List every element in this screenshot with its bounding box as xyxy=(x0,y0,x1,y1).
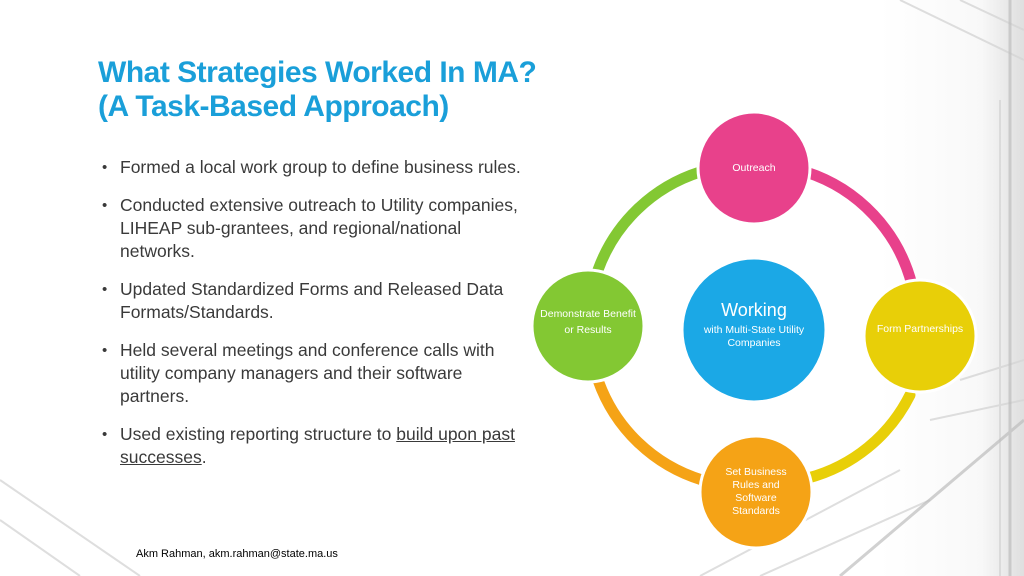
arc-demonstrate-to-outreach xyxy=(592,166,706,276)
bullet-text: Updated Standardized Forms and Released … xyxy=(120,279,504,322)
bullet-item: • Formed a local work group to define bus… xyxy=(100,156,530,179)
center-node-subtitle: with Multi-State Utility Companies xyxy=(703,324,805,349)
bullet-icon: • xyxy=(102,197,108,214)
bullet-text: Conducted extensive outreach to Utility … xyxy=(120,195,518,261)
bullet-text: Used existing reporting structure to xyxy=(120,424,397,444)
bullet-item: • Updated Standardized Forms and Released… xyxy=(100,278,530,324)
bullet-text: Formed a local work group to define busi… xyxy=(120,157,521,177)
bullet-icon: • xyxy=(102,342,108,359)
node-set-business-rules xyxy=(698,434,814,550)
bullet-text: Held several meetings and conference cal… xyxy=(120,340,495,406)
node-demonstrate xyxy=(530,268,646,384)
node-outreach-label: Outreach xyxy=(732,162,776,174)
node-form-partnerships-label: Form Partnerships xyxy=(876,323,964,335)
arc-rules-to-demonstrate xyxy=(592,374,708,486)
slide-title: What Strategies Worked In MA? (A Task-Ba… xyxy=(98,56,658,124)
node-set-business-rules-label: Set Business Rules and Software Standard… xyxy=(725,466,787,517)
center-node-title: Working xyxy=(721,300,787,320)
node-demonstrate-label: Demonstrate Benefit or Results xyxy=(540,308,636,336)
bullet-item: • Conducted extensive outreach to Utility… xyxy=(100,194,530,263)
bullet-item: • Held several meetings and conference ca… xyxy=(100,339,530,408)
bullet-list: • Formed a local work group to define bus… xyxy=(100,156,530,484)
center-node xyxy=(680,256,828,404)
bullet-icon: • xyxy=(102,281,108,298)
bullet-item: • Used existing reporting structure to bu… xyxy=(100,423,530,469)
slide-title-line-1: What Strategies Worked In MA? xyxy=(98,56,537,89)
arc-form-to-rules xyxy=(802,389,916,484)
bullet-link-text: build upon past successes xyxy=(120,424,515,467)
node-outreach xyxy=(696,110,812,226)
footer-author: Akm Rahman, akm.rahman@state.ma.us xyxy=(136,548,338,560)
node-form-partnerships xyxy=(862,278,978,394)
bullet-text-end: . xyxy=(201,447,207,467)
slide-title-line-2: (A Task-Based Approach) xyxy=(98,90,449,123)
arc-outreach-to-form xyxy=(800,166,918,291)
bullet-icon: • xyxy=(102,426,108,443)
bullet-icon: • xyxy=(102,159,108,176)
